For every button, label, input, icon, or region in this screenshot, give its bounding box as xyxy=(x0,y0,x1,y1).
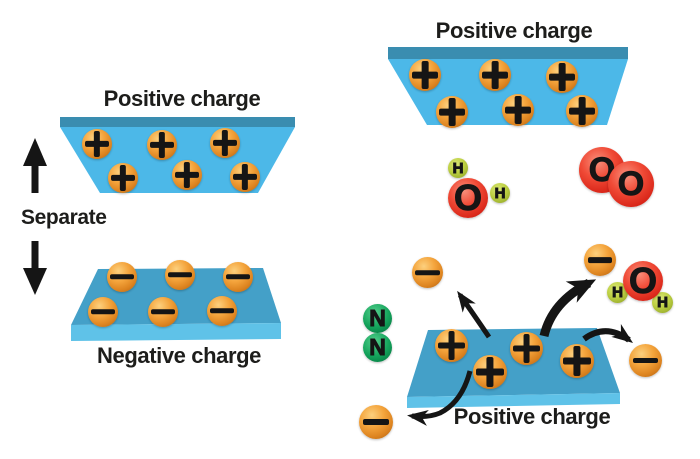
hydrogen-atom: H xyxy=(490,183,510,203)
negative-ion xyxy=(88,297,118,327)
hydrogen-atom: H xyxy=(448,158,468,178)
oxygen-atom: O xyxy=(448,178,488,218)
oxygen-label: O xyxy=(617,165,645,203)
negative-ion xyxy=(165,260,195,290)
separate-down-arrow xyxy=(23,241,47,295)
arrow-eject-up-left xyxy=(457,290,492,339)
positive-ion xyxy=(147,130,177,160)
positive-ion xyxy=(479,59,511,91)
arrow-eject-down-left xyxy=(407,370,473,426)
plate-top-left-edge xyxy=(60,117,295,127)
oxygen-atom: O xyxy=(623,261,663,301)
positive-ion xyxy=(436,96,468,128)
oxygen-label: O xyxy=(453,177,482,218)
positive-ion xyxy=(566,95,598,127)
positive-ion xyxy=(510,332,543,365)
arrow-eject-right xyxy=(582,324,634,343)
positive-ion xyxy=(409,59,441,91)
hydrogen-atom: H xyxy=(652,292,673,313)
plate-bottom-left-front xyxy=(71,323,281,341)
separate-up-arrow xyxy=(23,138,47,193)
negative-ion xyxy=(223,262,253,292)
negative-ion xyxy=(629,344,662,377)
arrow-eject-up-right xyxy=(539,278,597,338)
plate-top-right-edge xyxy=(388,47,628,59)
oxygen-atom: O xyxy=(608,161,654,207)
nitrogen-atom: N xyxy=(363,333,392,362)
label-negative-bottom-left: Negative charge xyxy=(97,343,261,368)
label-positive-top-right: Positive charge xyxy=(435,18,593,43)
negative-ion xyxy=(412,257,443,288)
nitrogen-label: N xyxy=(369,334,387,360)
hydrogen-label: H xyxy=(657,294,669,311)
negative-ion xyxy=(359,405,393,439)
positive-ion xyxy=(172,160,202,190)
positive-ion xyxy=(230,162,260,192)
label-positive-top-left: Positive charge xyxy=(103,86,261,111)
nitrogen-atom: N xyxy=(363,304,392,333)
positive-ion xyxy=(210,128,240,158)
positive-ion xyxy=(435,329,468,362)
positive-ion xyxy=(108,163,138,193)
positive-ion xyxy=(82,129,112,159)
label-separate: Separate xyxy=(21,206,107,229)
label-positive-bottom-right: Positive charge xyxy=(453,404,611,429)
negative-ion xyxy=(584,244,616,276)
negative-ion xyxy=(148,297,178,327)
oxygen-label: O xyxy=(628,260,657,301)
hydrogen-label: H xyxy=(452,159,464,177)
positive-ion xyxy=(560,344,594,378)
hydrogen-atom: H xyxy=(607,282,628,303)
positive-ion xyxy=(546,61,578,93)
nitrogen-label: N xyxy=(369,305,387,331)
hydrogen-label: H xyxy=(494,184,506,202)
positive-ion xyxy=(473,355,507,389)
negative-ion xyxy=(207,296,237,326)
hydrogen-label: H xyxy=(612,284,624,301)
positive-ion xyxy=(502,94,534,126)
negative-ion xyxy=(107,262,137,292)
